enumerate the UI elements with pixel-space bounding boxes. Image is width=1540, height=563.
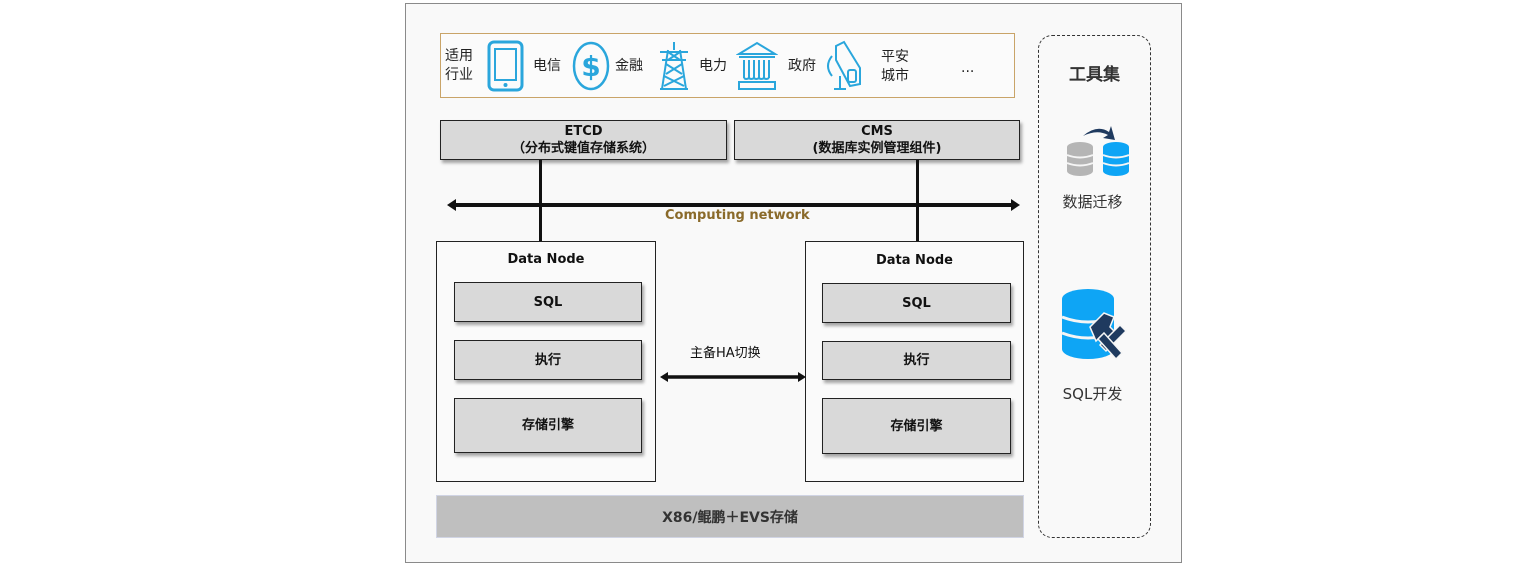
etcd-subtitle: （分布式键值存储系统）	[511, 141, 655, 156]
network-arrow	[447, 199, 1020, 211]
layer-execution: 执行	[454, 340, 642, 380]
toolset-title: 工具集	[1069, 65, 1120, 85]
data-migration-icon	[1066, 126, 1130, 176]
dollar-coin-icon: $	[572, 41, 610, 91]
industry-bar	[440, 33, 1015, 98]
svg-text:$: $	[581, 50, 600, 83]
industry-government-label: 政府	[788, 58, 816, 74]
industry-finance-label: 金融	[615, 58, 643, 74]
ha-label: 主备HA切换	[690, 346, 761, 361]
layer-label: 执行	[534, 352, 561, 368]
layer-label: SQL	[533, 294, 563, 310]
data-node-title: Data Node	[507, 252, 585, 267]
cms-subtitle: (数据库实例管理组件)	[812, 141, 942, 156]
etcd-connector	[539, 160, 542, 242]
layer-execution: 执行	[822, 341, 1011, 380]
industry-safe-city-label: 平安 城市	[881, 48, 909, 86]
industry-safe-city-line1: 平安	[881, 49, 909, 65]
industry-power-label: 电力	[699, 58, 727, 74]
industry-safe-city-line2: 城市	[881, 68, 909, 84]
sql-dev-icon	[1061, 289, 1128, 361]
industry-heading-line1: 适用	[445, 48, 473, 64]
data-migration-label: 数据迁移	[1062, 193, 1123, 211]
layer-storage-engine: 存储引擎	[822, 398, 1011, 454]
etcd-title: ETCD	[564, 124, 603, 139]
industry-telecom-label: 电信	[533, 58, 561, 74]
cms-title: CMS	[861, 124, 893, 139]
layer-storage-engine: 存储引擎	[454, 398, 642, 453]
infrastructure-label: X86/鲲鹏＋EVS存储	[662, 509, 798, 526]
sql-dev-label: SQL开发	[1062, 385, 1123, 403]
infrastructure-bar: X86/鲲鹏＋EVS存储	[436, 495, 1024, 538]
ha-arrow	[660, 372, 806, 382]
tablet-icon	[487, 40, 524, 92]
layer-sql: SQL	[454, 282, 642, 322]
cms-connector	[916, 160, 919, 242]
layer-label: 执行	[903, 353, 930, 368]
surveillance-camera-icon	[827, 40, 861, 90]
government-building-icon	[736, 41, 778, 90]
layer-label: 存储引擎	[890, 418, 943, 434]
industry-heading-line2: 行业	[445, 67, 473, 83]
network-label: Computing network	[665, 208, 810, 223]
power-tower-icon	[660, 42, 688, 90]
industry-heading: 适用 行业	[445, 47, 473, 85]
etcd-box: ETCD （分布式键值存储系统）	[440, 120, 727, 160]
toolset-panel	[1038, 35, 1151, 538]
data-node-title: Data Node	[875, 253, 953, 268]
cms-box: CMS (数据库实例管理组件)	[734, 120, 1020, 160]
industry-more: ...	[961, 60, 975, 76]
layer-label: SQL	[902, 295, 931, 311]
layer-label: 存储引擎	[521, 418, 574, 433]
layer-sql: SQL	[822, 283, 1011, 323]
